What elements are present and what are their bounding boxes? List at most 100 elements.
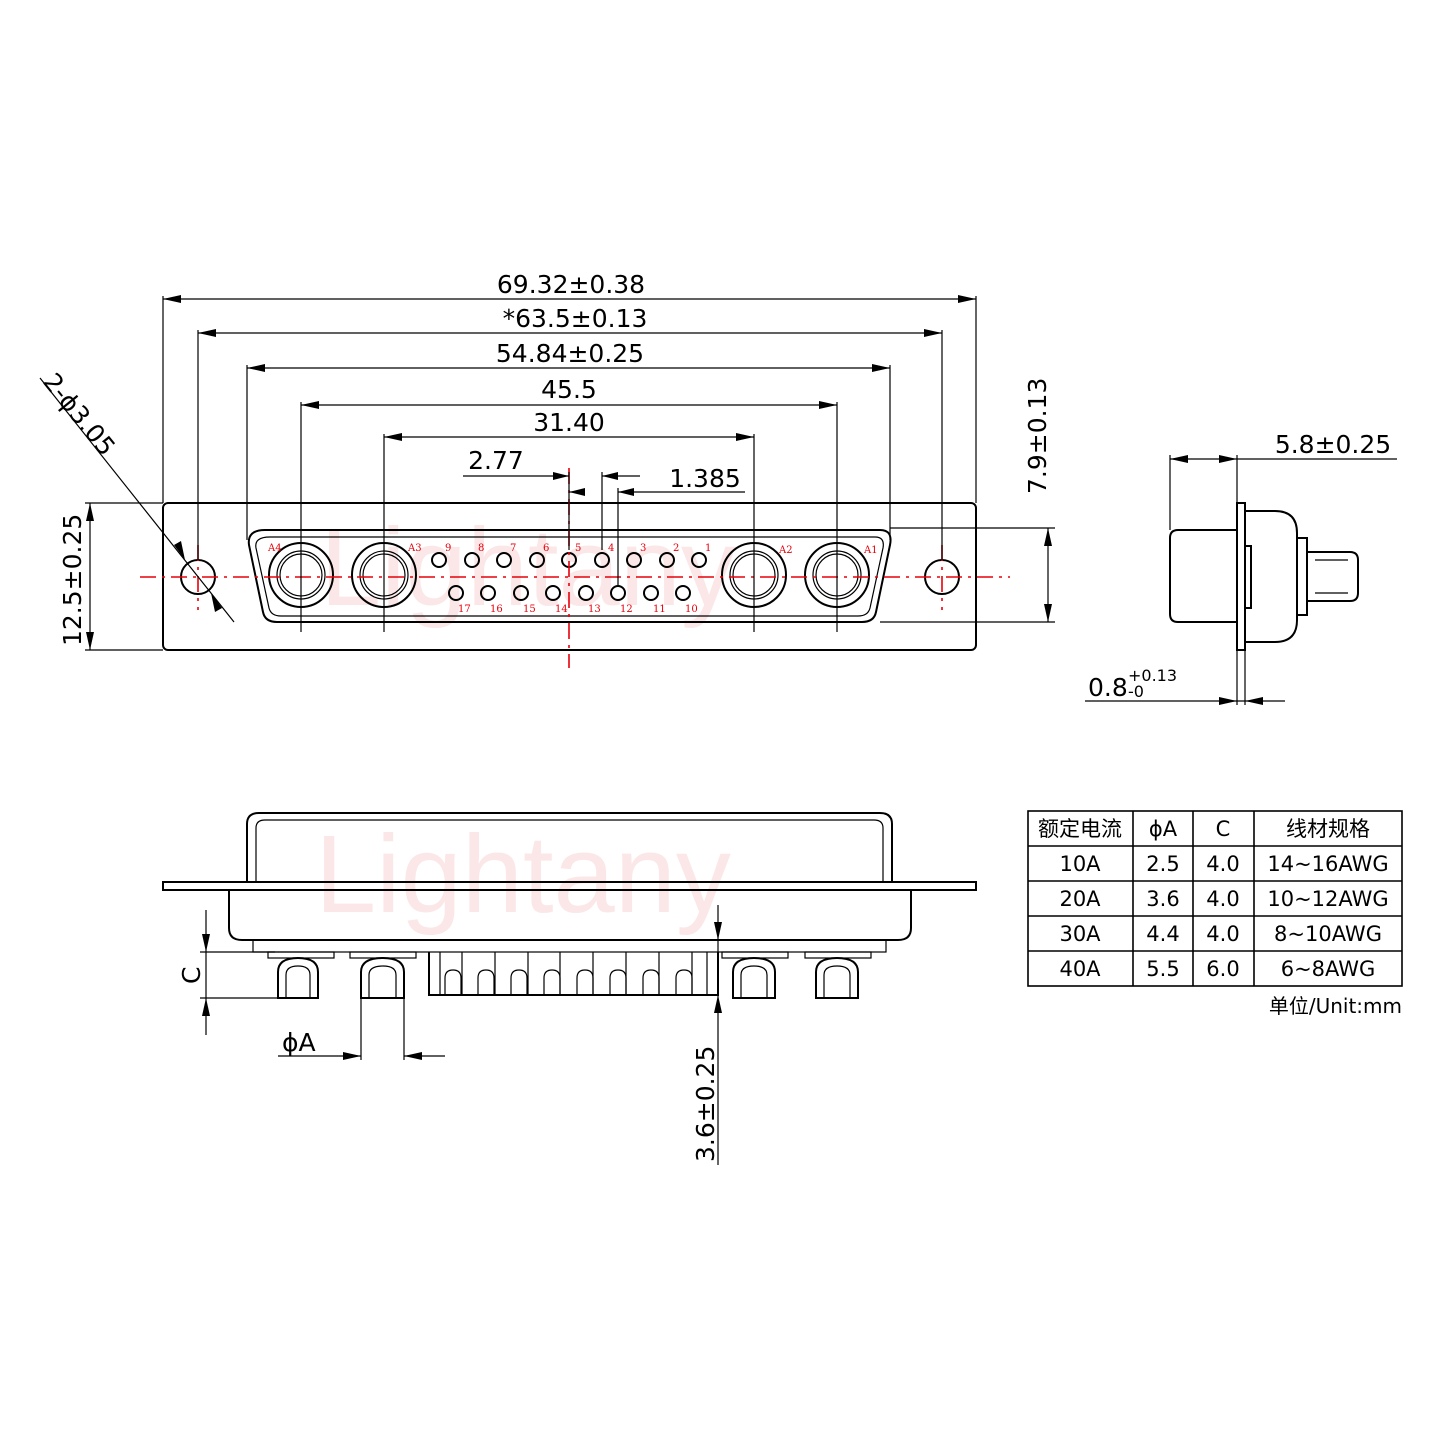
label-flange-thickness: 0.8: [1088, 673, 1128, 702]
label-outer-power-pitch: 45.5: [541, 375, 597, 404]
dim-shell-width: [246, 364, 891, 540]
table-header-current: 额定电流: [1038, 817, 1122, 841]
pin-17: [448, 585, 464, 601]
label-pin-12: 12: [620, 604, 633, 615]
label-mount-spacing: *63.5±0.13: [503, 304, 648, 333]
label-pin-9: 9: [445, 543, 451, 554]
label-flange-height: 12.5±0.25: [58, 514, 87, 646]
pin-1: [691, 552, 707, 568]
side-body: [1245, 510, 1298, 643]
label-pin-6: 6: [543, 543, 549, 554]
signal-tail-block: [428, 952, 719, 996]
label-pin-16: 16: [490, 604, 503, 615]
power-tail-a2: [721, 951, 789, 999]
label-pin-8: 8: [478, 543, 484, 554]
pin-4: [594, 552, 610, 568]
label-c: C: [177, 967, 206, 984]
label-pin-13: 13: [588, 604, 601, 615]
pin-15: [513, 585, 529, 601]
table-header-c: C: [1216, 817, 1231, 841]
table-cell: 2.5: [1146, 852, 1179, 876]
label-pin-pitch: 2.77: [468, 446, 524, 475]
dim-tail-length: [714, 905, 722, 1165]
power-tail-a1: [804, 951, 872, 999]
label-pin-1: 1: [705, 543, 711, 554]
table-cell: 4.4: [1146, 922, 1179, 946]
dim-inner-power-pitch: [383, 433, 755, 632]
dim-flange-thickness: [1085, 650, 1285, 705]
table-cell: 10A: [1059, 852, 1101, 876]
pin-8: [464, 552, 480, 568]
power-tail-a3: [349, 951, 417, 999]
dim-overall-width: [162, 295, 977, 503]
table-header-wire: 线材规格: [1286, 817, 1370, 841]
power-tail-a4: [267, 951, 335, 999]
pin-7: [496, 552, 512, 568]
label-phi-a: ϕA: [282, 1028, 316, 1057]
label-a2: A2: [778, 545, 793, 556]
label-pin-10: 10: [685, 604, 698, 615]
pin-14: [545, 585, 561, 601]
table-cell: 5.5: [1146, 957, 1179, 981]
dim-depth: [1169, 455, 1397, 530]
dim-mount-spacing: [197, 329, 943, 560]
label-pin-17: 17: [458, 604, 471, 615]
side-step: [1244, 545, 1252, 609]
pin-3: [626, 552, 642, 568]
dim-c: [200, 910, 278, 1035]
d-shell-inner: [255, 536, 884, 617]
table-cell: 20A: [1059, 887, 1101, 911]
pin-6: [529, 552, 545, 568]
label-pin-2: 2: [673, 543, 679, 554]
label-inner-power-pitch: 31.40: [533, 408, 605, 437]
pin-11: [643, 585, 659, 601]
side-shell: [1169, 529, 1237, 623]
pin-12: [610, 585, 626, 601]
pin-9: [431, 552, 447, 568]
bottom-view: C ϕA 3.6±0.25: [162, 812, 977, 1165]
side-tail: [1307, 551, 1359, 602]
pin-16: [480, 585, 496, 601]
pin-10: [675, 585, 691, 601]
table-cell: 14~16AWG: [1267, 852, 1388, 876]
label-overall-width: 69.32±0.38: [497, 270, 645, 299]
watermark-bottom: Lightany: [315, 813, 731, 936]
label-half-pitch: 1.385: [669, 464, 741, 493]
table-header-phi-a: ϕA: [1149, 817, 1178, 841]
label-tail-length: 3.6±0.25: [691, 1046, 720, 1162]
table-cell: 4.0: [1206, 922, 1239, 946]
label-pin-15: 15: [523, 604, 536, 615]
label-pin-4: 4: [608, 543, 614, 554]
side-tail-base: [1296, 537, 1308, 616]
dim-shell-height: [880, 527, 1055, 623]
label-a3: A3: [407, 543, 422, 554]
label-pin-14: 14: [555, 604, 568, 615]
label-a1: A1: [863, 545, 878, 556]
label-mount-holes: 2-ϕ3.05: [37, 368, 121, 462]
side-view: 5.8±0.25 0.8 +0.13 -0: [1085, 430, 1397, 705]
label-pin-7: 7: [510, 543, 516, 554]
label-pin-3: 3: [640, 543, 646, 554]
table-cell: 3.6: [1146, 887, 1179, 911]
spec-table: 额定电流 ϕA C 线材规格 10A 2.5 4.0 14~16AWG 20A …: [1027, 810, 1403, 1018]
table-cell: 4.0: [1206, 887, 1239, 911]
table-cell: 6~8AWG: [1281, 957, 1376, 981]
dim-mount-holes-leader: [39, 377, 235, 623]
table-border: [1027, 810, 1403, 987]
pin-2: [659, 552, 675, 568]
label-pin-11: 11: [653, 604, 666, 615]
dim-phi-a: [278, 998, 445, 1060]
label-flange-tol-lower: -0: [1128, 682, 1144, 701]
signal-row-bottom: [448, 585, 691, 601]
table-cell: 10~12AWG: [1267, 887, 1388, 911]
label-shell-width: 54.84±0.25: [496, 339, 644, 368]
dim-pin-pitch: [463, 472, 640, 550]
dim-half-pitch: [569, 488, 745, 585]
bottom-flange: [162, 881, 977, 891]
bottom-shell-top: [246, 812, 893, 882]
bottom-shell-inner: [255, 819, 884, 882]
unit-note: 单位/Unit:mm: [1269, 994, 1402, 1018]
label-flange-tol-upper: +0.13: [1128, 666, 1177, 685]
pin-13: [578, 585, 594, 601]
